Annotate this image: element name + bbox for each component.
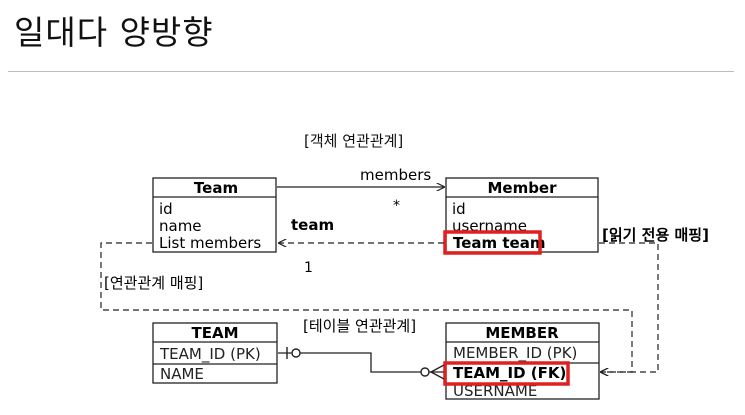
team-table-col-name: NAME bbox=[160, 365, 204, 383]
member-table-name: MEMBER bbox=[485, 324, 559, 342]
read-only-mapping-label: [읽기 전용 매핑] bbox=[602, 226, 709, 244]
member-team-highlight bbox=[443, 230, 542, 255]
team-table: TEAM TEAM_ID (PK) NAME bbox=[152, 322, 278, 384]
member-table: MEMBER MEMBER_ID (PK) TEAM_ID (FK) USERN… bbox=[443, 322, 600, 400]
member-table-col-fk: TEAM_ID (FK) bbox=[453, 364, 566, 382]
team-back-label: team bbox=[291, 216, 334, 234]
member-fk-highlight bbox=[443, 361, 570, 386]
member-field-id: id bbox=[452, 200, 466, 218]
team-table-col-id: TEAM_ID (PK) bbox=[159, 345, 261, 364]
member-field-team: Team team bbox=[453, 234, 545, 252]
member-entity-name: Member bbox=[487, 179, 557, 197]
team-field-id: id bbox=[159, 200, 173, 218]
object-model-label: [객체 연관관계] bbox=[304, 132, 403, 150]
mapping-connector-right bbox=[599, 242, 659, 372]
team-entity: Team id name List members bbox=[152, 177, 277, 253]
members-multiplicity: * bbox=[393, 198, 400, 214]
team-field-members: List members bbox=[159, 234, 261, 252]
team-field-name: name bbox=[159, 217, 202, 235]
table-relationship bbox=[278, 347, 445, 380]
title-divider bbox=[8, 71, 734, 72]
team-table-name: TEAM bbox=[191, 324, 238, 342]
member-entity: Member id username Team team bbox=[443, 177, 599, 255]
mapping-connector-left bbox=[100, 242, 633, 372]
team-entity-name: Team bbox=[194, 179, 238, 197]
table-model-label: [테이블 연관관계] bbox=[303, 317, 416, 335]
members-label: members bbox=[360, 166, 431, 184]
mapping-label: [연관관계 매핑] bbox=[104, 274, 203, 292]
team-back-multiplicity: 1 bbox=[304, 260, 313, 276]
member-table-col-id: MEMBER_ID (PK) bbox=[453, 344, 577, 363]
page-title: 일대다 양방향 bbox=[14, 13, 214, 52]
member-table-col-username: USERNAME bbox=[453, 382, 537, 400]
